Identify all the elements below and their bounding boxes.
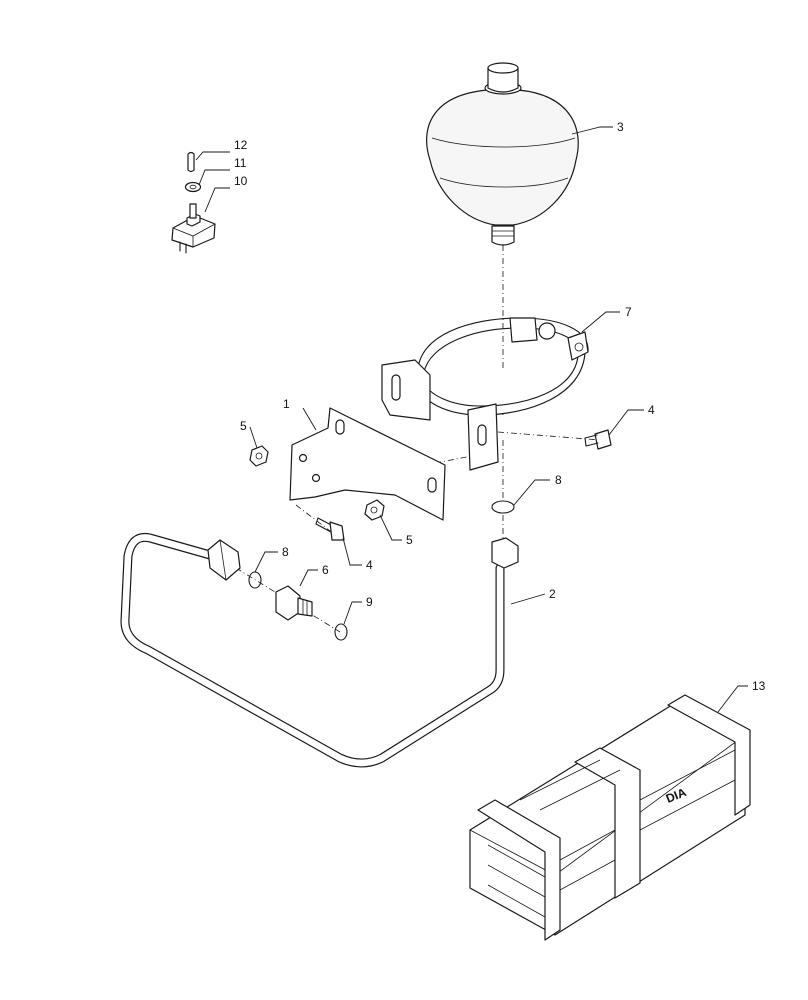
- clamp-part-7: [381, 317, 589, 471]
- callout-3: 3: [617, 120, 624, 134]
- callout-13: 13: [752, 679, 766, 693]
- bolt-part-4-lower: [315, 517, 345, 541]
- mounting-plate-part-1: [289, 407, 446, 521]
- callout-7: 7: [625, 305, 632, 319]
- o-ring-part-8-upper: [491, 500, 515, 514]
- callout-5-upper: 5: [240, 419, 247, 433]
- callout-8-lower: 8: [282, 545, 289, 559]
- nut-part-5-lower: [364, 499, 385, 521]
- callout-9: 9: [366, 595, 373, 609]
- shipping-crate-part-13: DIA: [469, 694, 751, 941]
- callout-12: 12: [234, 138, 248, 152]
- nut-part-11: [184, 181, 202, 193]
- adapter-fitting-part-6: [275, 585, 313, 621]
- callout-4-lower: 4: [366, 558, 373, 572]
- accumulator-part-3: [426, 62, 579, 246]
- callout-11: 11: [234, 156, 247, 170]
- callout-6: 6: [322, 563, 329, 577]
- callout-2: 2: [549, 587, 556, 601]
- callout-5-lower: 5: [406, 533, 413, 547]
- o-ring-part-9: [334, 623, 348, 641]
- hose-part-2: [120, 532, 519, 768]
- lever-cap-part-12: [187, 151, 195, 173]
- toggle-switch-part-10: [171, 203, 216, 254]
- callout-10: 10: [234, 174, 248, 188]
- callout-1: 1: [283, 397, 290, 411]
- callout-4-right: 4: [648, 403, 655, 417]
- assembly-axes: [235, 245, 601, 633]
- nut-part-5-upper: [249, 445, 269, 467]
- callout-leaders: [195, 126, 748, 713]
- callout-labels: 12 11 10 3 7 1 4 5 8 5 4 8 6 2 9 13: [234, 120, 766, 693]
- bolt-part-4-right: [584, 429, 612, 450]
- callout-8-upper: 8: [555, 473, 562, 487]
